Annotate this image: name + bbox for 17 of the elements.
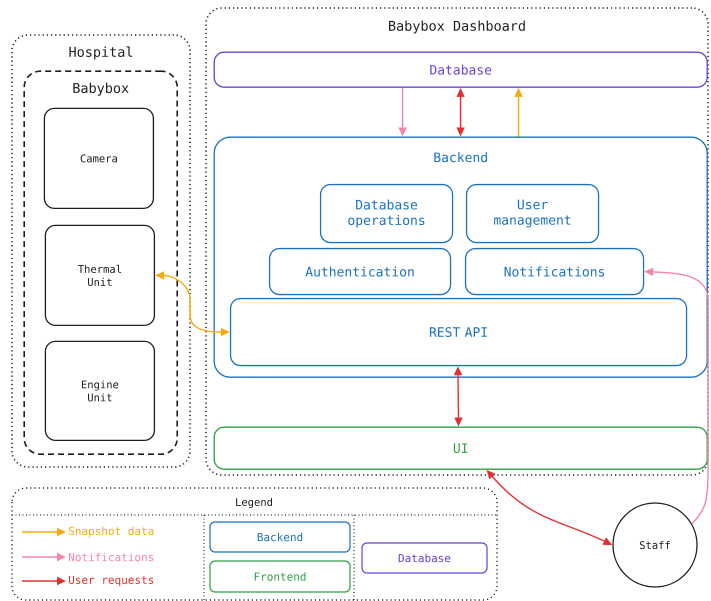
- ui-box: UI: [214, 426, 708, 470]
- module-box: Notifications: [464, 248, 644, 296]
- module-box: Authentication: [268, 248, 452, 296]
- module-box: Database operations: [320, 184, 454, 244]
- legend-title: Legend: [236, 498, 272, 508]
- legend-label: User requests: [69, 576, 154, 586]
- legend-label: Backend: [258, 532, 302, 542]
- api-box: REST API: [230, 298, 688, 366]
- legend-label: Notifications: [68, 552, 154, 562]
- component-box: Camera: [44, 108, 154, 210]
- legend-label: Database: [398, 554, 450, 562]
- legend-label: Frontend: [254, 572, 306, 581]
- database-box: Database: [214, 52, 708, 88]
- component-box: Thermal Unit: [44, 224, 156, 326]
- legend-label: Snapshot data: [68, 526, 154, 538]
- component-box: Engine Unit: [44, 340, 156, 442]
- module-box: User management: [466, 184, 600, 244]
